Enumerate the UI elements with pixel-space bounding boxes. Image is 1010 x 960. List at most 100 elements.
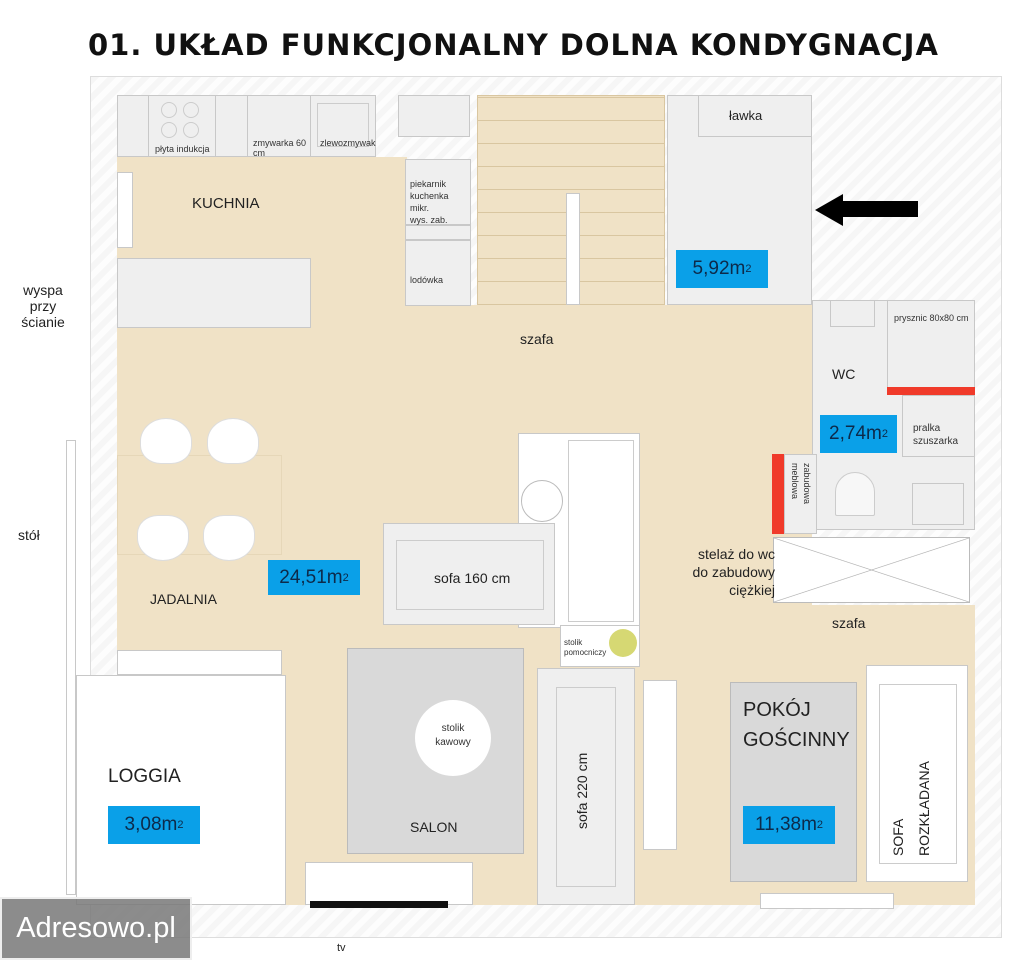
shower-label: prysznic 80x80 cm bbox=[894, 313, 969, 323]
microwave-label: kuchenka mikr. bbox=[410, 191, 449, 213]
cabinet-panel bbox=[568, 440, 634, 622]
area-unit: 2 bbox=[342, 571, 349, 584]
coffee-table-label: kawowy bbox=[435, 737, 471, 748]
szafa-label: szafa bbox=[520, 331, 554, 347]
sofa-seat bbox=[396, 540, 544, 610]
entrance-arrow-shaft bbox=[842, 201, 918, 217]
sofa-bed: SOFA ROZKŁADANA bbox=[866, 665, 968, 882]
shower: prysznic 80x80 cm bbox=[887, 300, 975, 392]
szafa-label: szafa bbox=[832, 615, 866, 631]
sofa-bed-label: ROZKŁADANA bbox=[916, 761, 932, 856]
cabinet-divider bbox=[405, 225, 471, 240]
burner-icon bbox=[161, 102, 177, 118]
dishwasher: zmywarka 60 cm bbox=[247, 95, 311, 158]
room-label-jadalnia: JADALNIA bbox=[150, 591, 217, 607]
induction-hob: płyta indukcja bbox=[148, 95, 216, 157]
area-unit: 2 bbox=[177, 819, 184, 831]
watermark: Adresowo.pl bbox=[0, 897, 192, 960]
washer-dryer: pralka szuszarka bbox=[902, 395, 975, 457]
cabinet bbox=[398, 95, 470, 137]
bench: ławka bbox=[698, 95, 812, 137]
wyspa-label: wyspa bbox=[23, 282, 63, 298]
sink: zlewozmywak bbox=[310, 95, 376, 157]
accent-wall bbox=[772, 454, 784, 534]
appliance-icon bbox=[521, 480, 563, 522]
side-table-label: pomocniczy bbox=[564, 648, 607, 657]
sofa-bed-label: SOFA bbox=[890, 818, 906, 856]
sink-basin bbox=[317, 103, 369, 147]
area-unit: 2 bbox=[881, 428, 888, 440]
chair bbox=[137, 515, 189, 561]
fridge-label: lodówka bbox=[410, 275, 444, 285]
cabinet bbox=[912, 483, 964, 525]
room-label-wc: WC bbox=[832, 366, 856, 382]
chair bbox=[207, 418, 259, 464]
sofa-220: sofa 220 cm bbox=[537, 668, 635, 905]
accent-wall bbox=[887, 387, 975, 395]
stair-rail bbox=[566, 193, 580, 305]
area-unit: 2 bbox=[745, 263, 752, 275]
chair bbox=[140, 418, 192, 464]
dishwasher-label: zmywarka 60 cm bbox=[253, 138, 307, 158]
counter-cell bbox=[215, 95, 248, 157]
sofa-label: sofa 160 cm bbox=[434, 570, 511, 586]
wardrobe bbox=[773, 537, 970, 603]
hob-label: płyta indukcja bbox=[155, 144, 210, 154]
tv-stand bbox=[305, 862, 473, 905]
bed bbox=[730, 682, 857, 882]
balcony-door bbox=[117, 650, 282, 675]
table-label: stół bbox=[18, 527, 40, 543]
sofa-label: sofa 220 cm bbox=[574, 752, 590, 829]
counter-cell bbox=[117, 95, 149, 157]
area-value: 2,74m bbox=[829, 423, 882, 444]
room-label-salon: SALON bbox=[410, 819, 458, 835]
coffee-table: stolik kawowy bbox=[415, 700, 491, 776]
fridge: lodówka bbox=[405, 240, 471, 306]
area-unit: 2 bbox=[816, 819, 824, 831]
wc-frame-note: stelaż do wc bbox=[697, 546, 775, 562]
area-value: 5,92m bbox=[692, 258, 746, 279]
side-table-label: stolik bbox=[564, 638, 583, 647]
sofa-seat bbox=[556, 687, 616, 887]
entrance-arrow-icon bbox=[815, 194, 843, 226]
burner-icon bbox=[161, 122, 177, 138]
washer-label: pralka bbox=[913, 423, 941, 434]
dryer-label: szuszarka bbox=[913, 436, 959, 447]
room-label-kuchnia: KUCHNIA bbox=[192, 195, 260, 212]
bench-label: ławka bbox=[729, 108, 763, 123]
wyspa-label: przy bbox=[29, 298, 57, 314]
wyspa-label: ścianie bbox=[21, 314, 65, 330]
tall-cabinet: piekarnik kuchenka mikr. wys. zab. bbox=[405, 159, 471, 225]
coffee-table-label: stolik bbox=[441, 723, 465, 734]
sink-label: zlewozmywak bbox=[320, 138, 376, 148]
wc-frame-note: ciężkiej bbox=[729, 582, 775, 598]
room-label-loggia: LOGGIA bbox=[108, 766, 181, 787]
area-value: 11,38m bbox=[754, 814, 817, 835]
built-in-label: meblowa bbox=[790, 463, 800, 500]
burner-icon bbox=[183, 102, 199, 118]
window bbox=[66, 440, 76, 895]
plan-title: 01. UKŁAD FUNKCJONALNY DOLNA KONDYGNACJA bbox=[88, 28, 939, 62]
washbasin bbox=[830, 300, 875, 327]
oven-label: piekarnik bbox=[410, 179, 447, 189]
plant-icon bbox=[609, 629, 637, 657]
room-label-guest: POKÓJ bbox=[743, 699, 811, 721]
sofa-160: sofa 160 cm bbox=[383, 523, 555, 625]
loggia bbox=[76, 675, 286, 905]
kitchen-island bbox=[117, 258, 311, 328]
chair bbox=[203, 515, 255, 561]
built-in-label: wys. zab. bbox=[410, 215, 448, 225]
window bbox=[117, 172, 133, 248]
wc-frame-note: do zabudowy bbox=[692, 564, 775, 580]
burner-icon bbox=[183, 122, 199, 138]
room-label-guest: GOŚCINNY bbox=[743, 729, 850, 751]
area-value: 3,08m bbox=[124, 814, 178, 835]
sofa-seat bbox=[879, 684, 957, 864]
dining-table bbox=[117, 455, 282, 555]
